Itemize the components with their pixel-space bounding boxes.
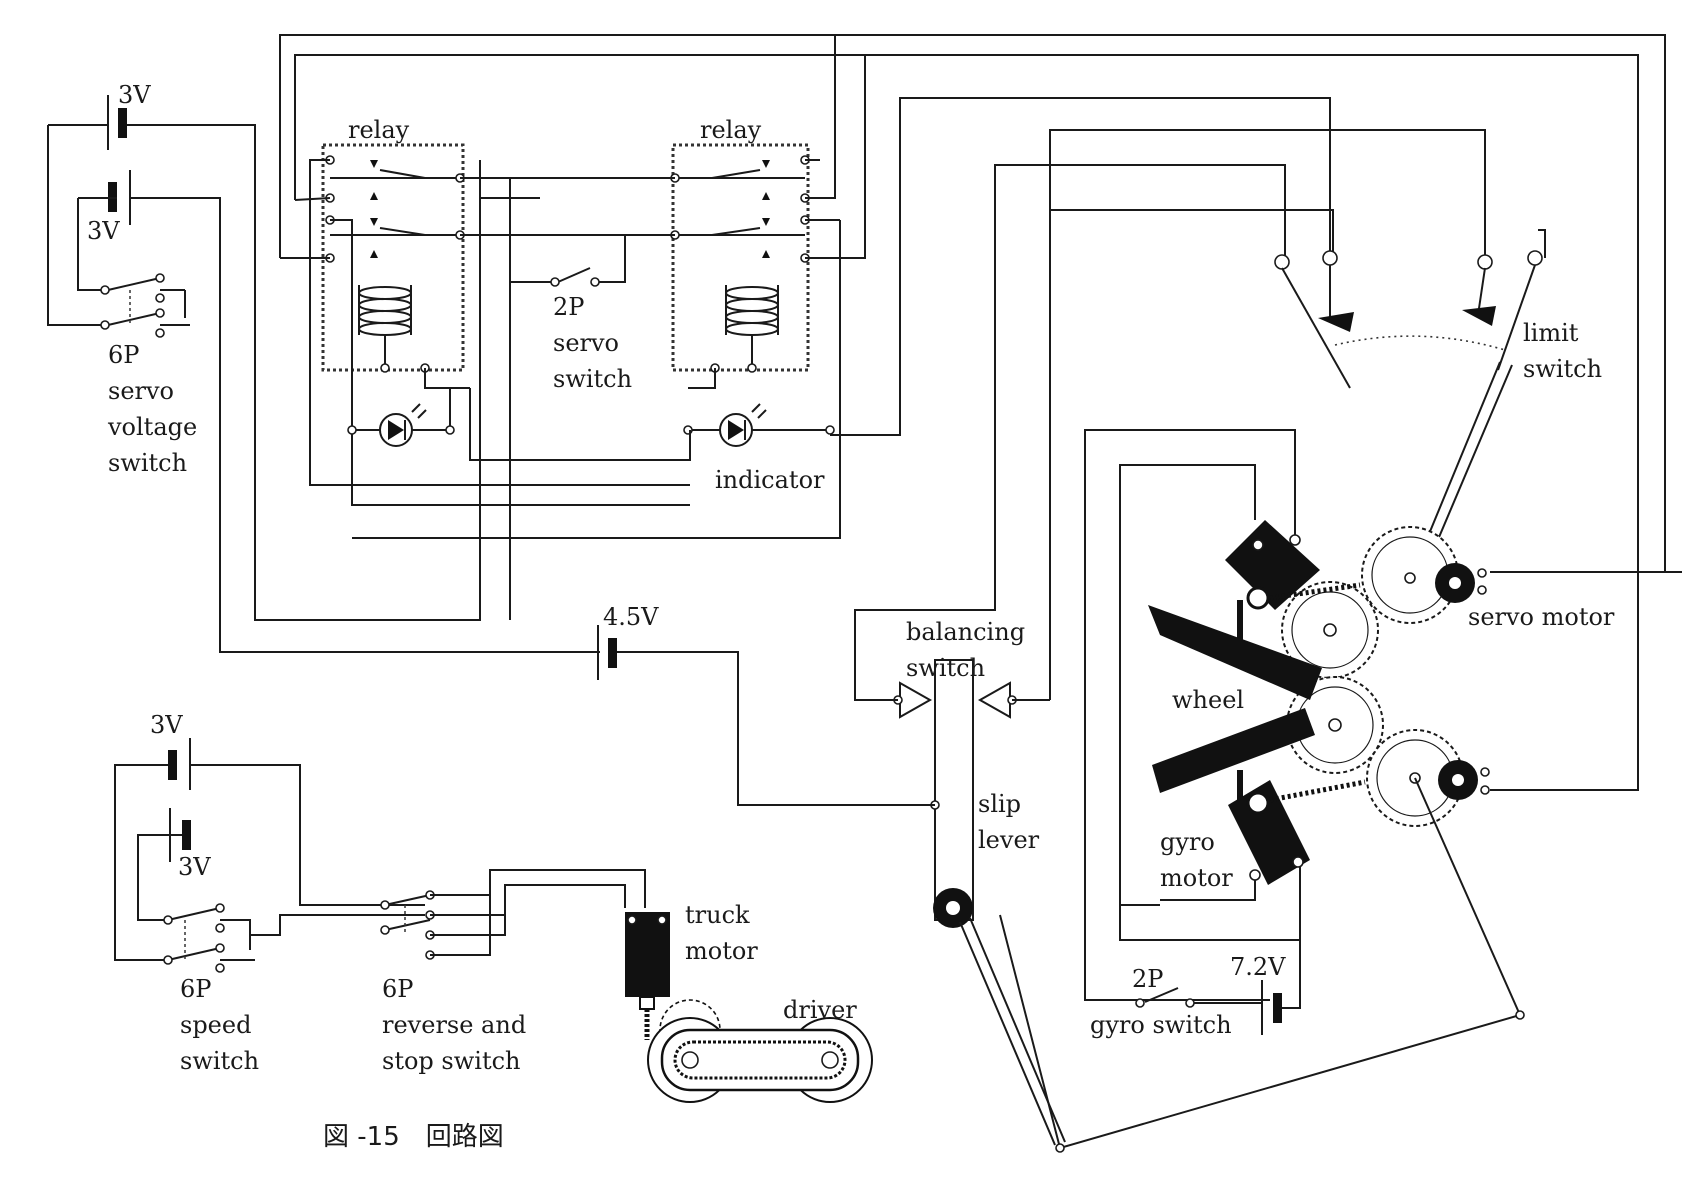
relay-wiring — [280, 159, 841, 620]
gyro-frame-wires — [1084, 429, 1640, 1001]
label-servo-switch-0: 2P — [553, 293, 585, 321]
reverse-stop-switch — [380, 869, 646, 960]
figure-caption: 図 -15 回路図 — [323, 1122, 504, 1152]
label-indicator: indicator — [715, 466, 825, 494]
label-balancing-switch-0: balancing — [906, 618, 1026, 646]
label-relay-left: relay — [348, 116, 410, 144]
gyro-switch-2p — [1085, 987, 1262, 1008]
label-gyro-motor-0: gyro — [1160, 828, 1215, 856]
limit-switch — [1274, 250, 1543, 583]
label-relay-right: relay — [700, 116, 762, 144]
label-gyro-switch-1: gyro switch — [1090, 1011, 1232, 1039]
label-truck-motor-1: motor — [685, 937, 758, 965]
battery-3v-third — [168, 738, 191, 790]
relay-left-coil — [358, 285, 412, 336]
slip-lever — [930, 659, 1066, 1146]
label-speed-switch-2: switch — [180, 1047, 260, 1075]
label-reverse-stop-switch-0: 6P — [382, 975, 414, 1003]
label-servo-voltage-switch-3: switch — [108, 449, 188, 477]
indicator-left-led — [347, 388, 455, 447]
label-servo-motor: servo motor — [1468, 603, 1615, 631]
wheel-upper — [1148, 605, 1322, 700]
label-limit-switch-1: switch — [1523, 355, 1603, 383]
label-gyro-switch-0: 2P — [1132, 965, 1164, 993]
label-truck-motor-0: truck — [685, 901, 750, 929]
label-servo-voltage-switch-2: voltage — [108, 413, 198, 441]
battery-4-5v — [597, 625, 935, 806]
servo-switch-2p — [510, 235, 626, 287]
label-gyro-motor-1: motor — [1160, 864, 1233, 892]
servo-motor-upper — [1435, 563, 1487, 603]
driver-track — [647, 999, 873, 1103]
label-speed-switch-1: speed — [180, 1011, 252, 1039]
wheel-lower — [1152, 708, 1315, 793]
gyro-motor-upper — [1225, 520, 1361, 640]
truck-motor — [625, 912, 670, 1040]
relay-right-coil — [725, 285, 779, 336]
label-battery-7-2v: 7.2V — [1230, 953, 1286, 981]
label-battery-3v-fourth: 3V — [178, 853, 211, 881]
label-limit-switch-0: limit — [1523, 319, 1579, 347]
label-driver: driver — [783, 996, 857, 1024]
balancing-switch — [854, 609, 1050, 719]
label-speed-switch-0: 6P — [180, 975, 212, 1003]
battery-7-2v — [1261, 940, 1301, 1035]
label-wheel: wheel — [1172, 686, 1245, 714]
label-balancing-switch-1: switch — [906, 654, 986, 682]
servo-voltage-switch — [47, 124, 600, 653]
relay-right — [670, 143, 810, 373]
label-battery-3v-third: 3V — [150, 711, 183, 739]
label-servo-switch-2: switch — [553, 365, 633, 393]
label-battery-3v-second: 3V — [87, 217, 120, 245]
gyro-motor-lower — [1228, 770, 1366, 885]
label-servo-voltage-switch-1: servo — [108, 377, 174, 405]
label-battery-4-5v: 4.5V — [603, 603, 659, 631]
indicator-right-led — [683, 403, 835, 447]
label-reverse-stop-switch-1: reverse and — [382, 1011, 527, 1039]
battery-3v-top — [107, 95, 127, 150]
gear-wheel-upper — [1281, 581, 1379, 679]
label-servo-voltage-switch-0: 6P — [108, 341, 140, 369]
label-slip-lever-1: lever — [978, 826, 1040, 854]
label-slip-lever-0: slip — [978, 790, 1022, 818]
relay-left — [321, 143, 465, 373]
label-battery-3v-top: 3V — [118, 81, 151, 109]
servo-motor-lower — [1438, 760, 1490, 800]
label-servo-switch-1: servo — [553, 329, 619, 357]
label-reverse-stop-switch-2: stop switch — [382, 1047, 521, 1075]
speed-switch — [114, 764, 425, 973]
